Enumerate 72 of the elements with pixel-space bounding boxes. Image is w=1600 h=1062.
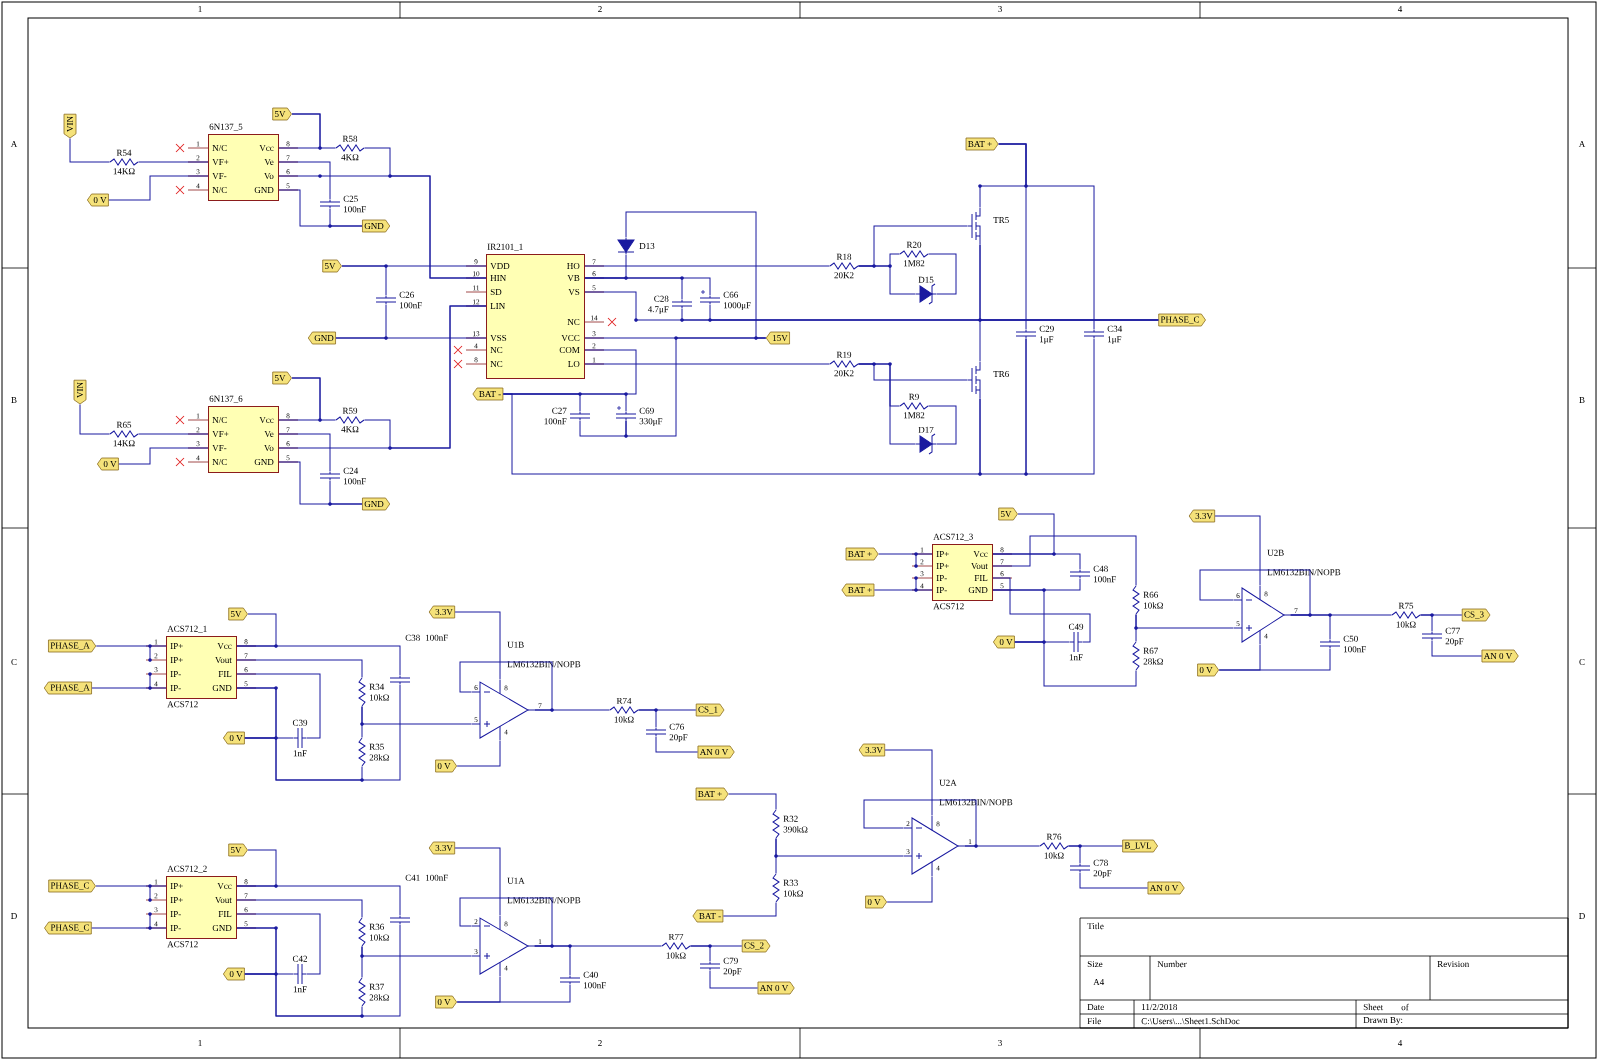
wire xyxy=(95,885,167,887)
wire xyxy=(728,793,777,811)
wire xyxy=(236,645,401,677)
wire xyxy=(361,705,473,725)
wire xyxy=(637,709,657,729)
wire xyxy=(1025,337,1095,475)
wire xyxy=(873,589,933,591)
wire xyxy=(927,405,957,445)
wire xyxy=(236,885,401,917)
wire xyxy=(584,363,831,365)
wire xyxy=(118,447,209,465)
wire xyxy=(341,265,387,297)
wire xyxy=(884,749,933,817)
wire xyxy=(886,875,933,903)
wire xyxy=(91,687,167,689)
wire xyxy=(689,945,711,963)
wire xyxy=(1079,871,1149,889)
wire xyxy=(278,175,487,279)
wire xyxy=(244,737,363,781)
wire xyxy=(857,265,917,295)
wire xyxy=(236,913,321,975)
wire xyxy=(454,611,501,681)
wire xyxy=(992,589,1045,643)
wire xyxy=(775,837,905,857)
wire xyxy=(979,243,1159,321)
wire xyxy=(278,433,331,473)
wire xyxy=(69,138,111,163)
wire xyxy=(1218,647,1331,671)
wire xyxy=(244,973,363,1017)
wire xyxy=(992,577,1091,643)
wire xyxy=(137,161,209,163)
wire xyxy=(95,645,167,647)
wire xyxy=(722,901,777,917)
wire xyxy=(1419,614,1433,633)
wire xyxy=(278,161,331,201)
wire xyxy=(584,265,831,267)
wire xyxy=(857,363,917,445)
wire xyxy=(927,253,957,295)
wire xyxy=(1214,515,1261,587)
wire xyxy=(992,553,1081,571)
wire xyxy=(456,739,501,767)
wire xyxy=(236,687,277,739)
wire xyxy=(278,189,363,227)
wire xyxy=(625,337,767,437)
wire xyxy=(454,847,501,917)
wire xyxy=(108,175,209,201)
wire xyxy=(236,659,363,679)
wire xyxy=(1431,639,1483,657)
wire xyxy=(79,404,111,435)
wire xyxy=(502,393,981,475)
wire xyxy=(992,535,1137,587)
wire xyxy=(236,899,363,919)
wire xyxy=(709,969,759,989)
wire xyxy=(91,927,167,929)
wire xyxy=(1067,845,1081,865)
wire xyxy=(1135,613,1235,629)
wire xyxy=(998,143,1095,331)
wire xyxy=(655,735,699,753)
wire xyxy=(335,303,387,339)
wire xyxy=(291,377,337,421)
wire xyxy=(878,553,933,555)
wire xyxy=(278,305,487,449)
wire xyxy=(1014,641,1137,687)
wire xyxy=(361,945,473,957)
wire xyxy=(291,113,337,149)
wire xyxy=(456,983,571,1003)
wire xyxy=(278,461,363,505)
wire xyxy=(137,433,209,435)
wire xyxy=(584,277,711,297)
wire xyxy=(236,673,321,739)
wire xyxy=(236,927,277,975)
wire xyxy=(579,419,627,437)
